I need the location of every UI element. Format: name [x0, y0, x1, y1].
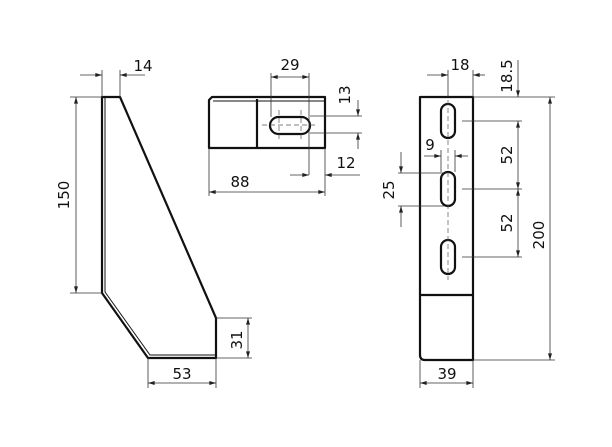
dim-foot-height: 31 — [228, 330, 246, 349]
dim-width: 39 — [437, 365, 456, 383]
dim-slot-width: 13 — [336, 85, 354, 104]
dim-edge-offset: 12 — [336, 154, 355, 172]
dim-slot-length: 25 — [380, 180, 398, 199]
dim-length: 88 — [230, 173, 249, 191]
dim-slot-offset-x: 18 — [450, 56, 469, 74]
side-view: 14 150 31 53 — [55, 57, 252, 388]
dim-thickness: 14 — [133, 57, 152, 75]
front-view: 18 18.5 52 52 200 9 25 39 — [380, 56, 555, 388]
dim-slot-width: 9 — [425, 136, 435, 154]
dim-pitch-2: 52 — [498, 213, 516, 232]
dim-height: 150 — [55, 181, 73, 210]
dim-foot-width: 53 — [172, 365, 191, 383]
dim-slot-length: 29 — [280, 56, 299, 74]
dim-top-offset: 18.5 — [498, 59, 516, 92]
dim-pitch-1: 52 — [498, 145, 516, 164]
top-view: 29 13 12 88 — [207, 56, 362, 196]
dim-total-height: 200 — [530, 221, 548, 250]
